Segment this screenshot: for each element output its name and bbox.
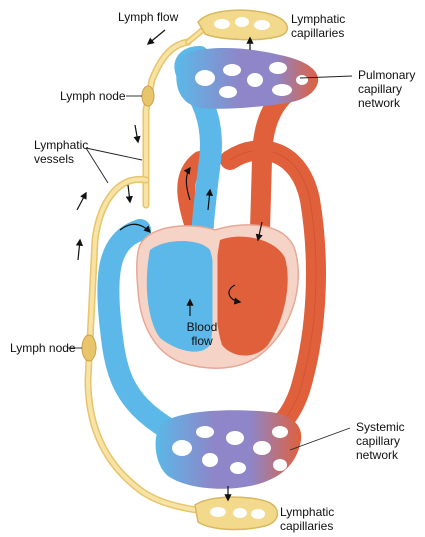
lymphatic-capillaries-bottom-label: Lymphatic capillaries xyxy=(280,505,334,533)
lymph-node-bottom xyxy=(82,335,96,361)
lymph-node-top xyxy=(142,86,154,106)
lymph-node-bottom-label: Lymph node xyxy=(10,341,76,355)
lymph-node-top-label: Lymph node xyxy=(60,89,126,103)
leader-lymphatic-vessels-b xyxy=(86,148,108,183)
leader-lymphatic-vessels-a xyxy=(86,148,142,160)
arrow-lymph-left-vessel xyxy=(78,240,80,260)
arrow-lymph-down-1 xyxy=(135,125,138,142)
pulmonary-capillary-network xyxy=(176,48,318,109)
systemic-capillary-network xyxy=(156,410,302,489)
lymphatic-capillaries-top-label: Lymphatic capillaries xyxy=(291,12,345,40)
lymph-flow-label: Lymph flow xyxy=(118,10,178,24)
arrow-lymph-up-left xyxy=(77,193,86,210)
blood-flow-label: Blood flow xyxy=(176,320,228,348)
arrow-lymph-flow xyxy=(148,30,165,44)
lymphatic-capillaries-top-net xyxy=(198,10,287,39)
lymphatic-capillaries-bottom-net xyxy=(195,497,277,529)
arrow-lymph-down-2 xyxy=(128,185,130,202)
systemic-capillary-network-label: Systemic capillary network xyxy=(356,420,405,462)
pulmonary-capillary-network-label: Pulmonary capillary network xyxy=(358,68,415,110)
lymphatic-vessels-label: Lymphatic vessels xyxy=(34,138,88,166)
